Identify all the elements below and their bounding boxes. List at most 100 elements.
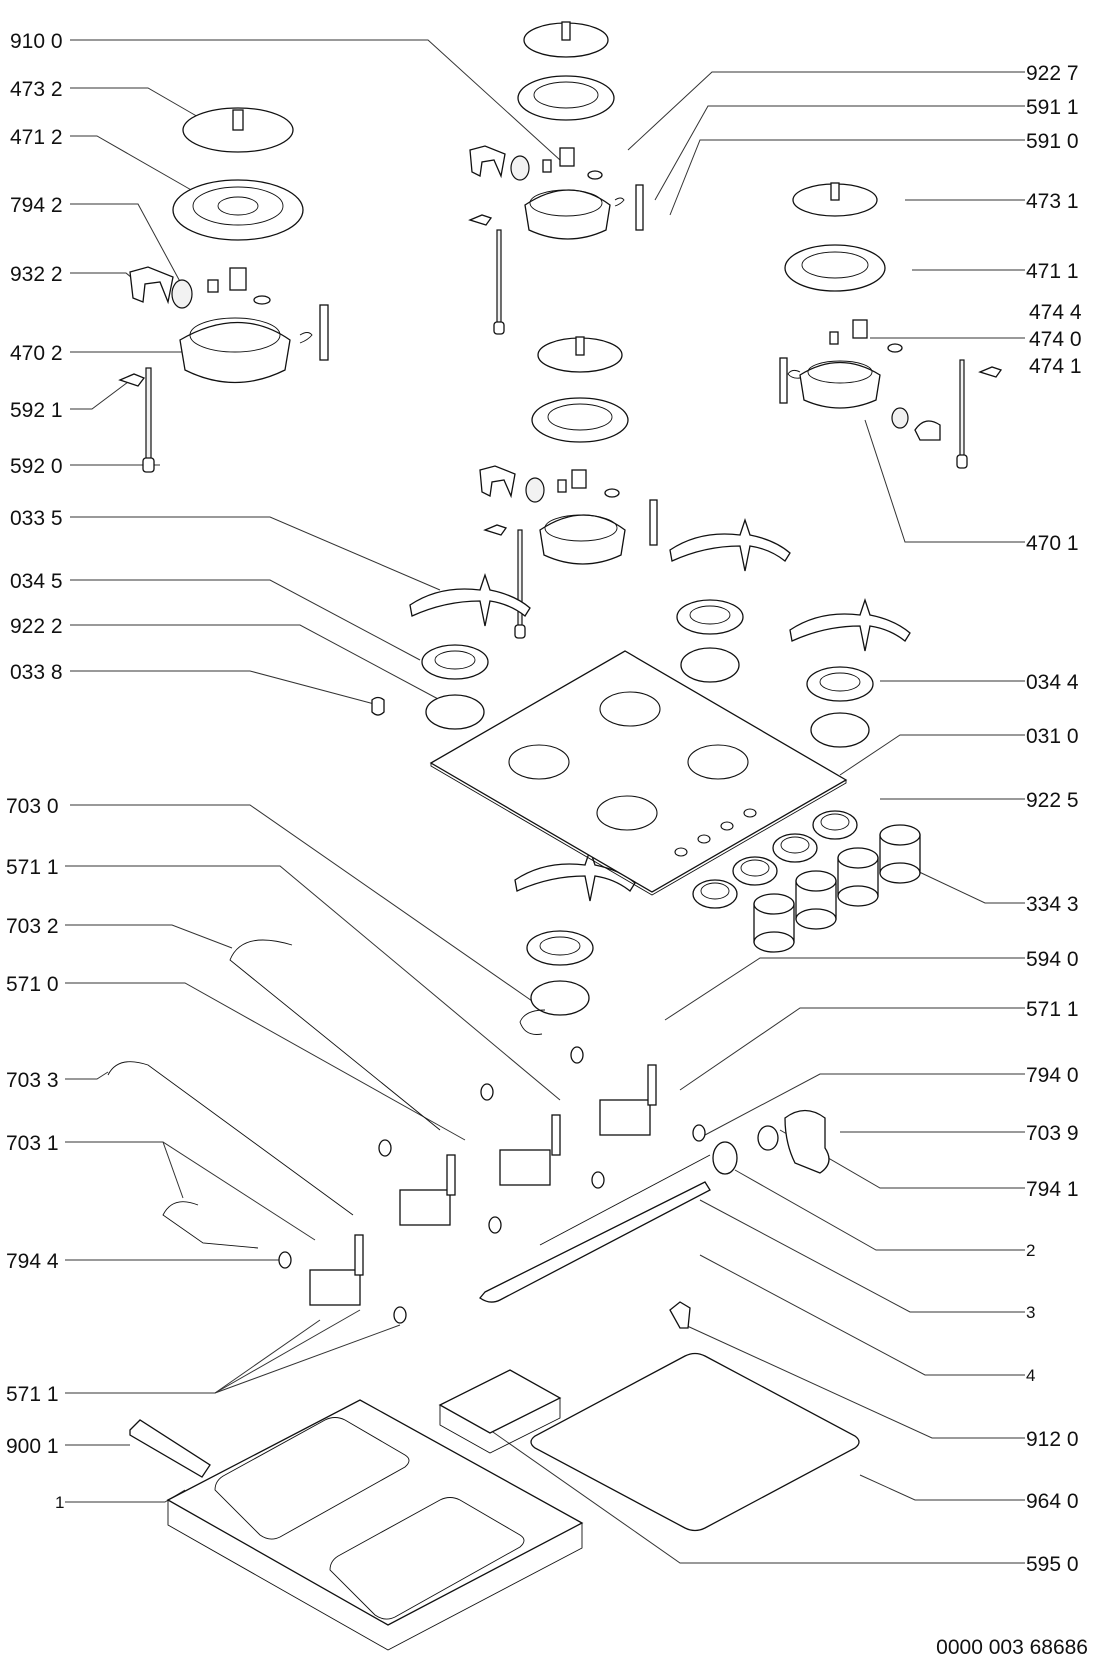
label-794-2: 794 2 — [10, 194, 63, 217]
label-031-0: 031 0 — [1026, 725, 1079, 748]
trim-ring-034-4 — [806, 666, 874, 702]
leader-912-0 — [684, 1324, 1025, 1439]
pipe-703-3 — [107, 1061, 354, 1216]
injector — [229, 267, 247, 291]
leader-334-3 — [914, 869, 1025, 904]
trim-rings — [371, 599, 874, 1016]
leader-571-1b-3 — [214, 1324, 401, 1394]
seal-922-2 — [425, 694, 485, 730]
label-794-0: 794 0 — [1026, 1064, 1079, 1087]
clip-932-2 — [129, 266, 174, 305]
burner-assembly-top-centre — [468, 21, 644, 335]
label-900-1: 900 1 — [6, 1435, 59, 1458]
right-labels: 922 7 591 1 591 0 473 1 471 1 474 4 474 … — [1026, 62, 1082, 1576]
leader-794-2 — [70, 203, 191, 301]
foot-033-8 — [371, 696, 385, 716]
control-knobs-334-3 — [753, 824, 921, 953]
label-591-1: 591 1 — [1026, 96, 1079, 119]
gas-pipes — [107, 939, 711, 1249]
leader-034-5 — [70, 579, 421, 661]
trim-ring-034-5 — [421, 644, 489, 680]
leader-703-1b — [162, 1141, 316, 1241]
label-703-3: 703 3 — [6, 1069, 59, 1092]
small-seals-794 — [278, 1046, 706, 1324]
leader-932-2 — [70, 272, 139, 284]
rail-bracket-3 — [479, 1181, 711, 1303]
label-932-2: 932 2 — [10, 263, 63, 286]
bracket-592-1 — [118, 373, 146, 387]
label-033-5: 033 5 — [10, 507, 63, 530]
leader-033-5 — [70, 516, 441, 591]
label-471-1: 471 1 — [1026, 260, 1079, 283]
injector-474-0 — [852, 319, 868, 339]
leader-lines — [65, 39, 1025, 1564]
pan-support-033-5 — [409, 572, 531, 627]
leader-592-1 — [70, 381, 129, 410]
label-473-2: 473 2 — [10, 78, 63, 101]
burner-crown-471-2 — [172, 179, 304, 241]
label-571-1b: 571 1 — [6, 1383, 59, 1406]
knob-bezels-922-5 — [692, 810, 858, 909]
leader-471-2 — [70, 135, 201, 196]
label-964-0: 964 0 — [1026, 1490, 1079, 1513]
label-034-4: 034 4 — [1026, 671, 1079, 694]
leader-031-0 — [839, 734, 1025, 776]
leader-4 — [699, 1254, 1025, 1376]
leader-591-1 — [654, 105, 1025, 201]
gas-inlet-703-9 — [712, 1109, 830, 1175]
leader-571-1b — [65, 1319, 321, 1394]
label-794-1: 794 1 — [1026, 1178, 1079, 1201]
label-571-1c: 571 1 — [1026, 998, 1079, 1021]
label-910-0: 910 0 — [10, 30, 63, 53]
leader-033-8 — [70, 670, 379, 706]
label-591-0: 591 0 — [1026, 130, 1079, 153]
leader-473-2 — [70, 87, 201, 119]
burner-assembly-middle — [479, 336, 658, 639]
hob-top-031-0 — [429, 650, 848, 896]
label-571-1a: 571 1 — [6, 856, 59, 879]
label-594-0: 594 0 — [1026, 948, 1079, 971]
leader-703-1 — [65, 1141, 184, 1199]
label-474-4: 474 4 — [1029, 301, 1082, 324]
label-922-5: 922 5 — [1026, 789, 1079, 812]
gas-valves-571 — [309, 1064, 657, 1306]
burner-assembly-right — [779, 182, 1003, 469]
label-471-2: 471 2 — [10, 126, 63, 149]
pipe-703-0 — [519, 1009, 546, 1035]
label-470-2: 470 2 — [10, 342, 63, 365]
gas-rail-2 — [539, 1154, 711, 1246]
label-334-3: 334 3 — [1026, 893, 1079, 916]
label-703-0: 703 0 — [6, 795, 59, 818]
pipe-703-2 — [229, 939, 441, 1131]
nut-2 — [712, 1141, 738, 1175]
left-labels: 910 0 473 2 471 2 794 2 932 2 470 2 592 … — [6, 30, 64, 1512]
leader-571-1c — [679, 1007, 1025, 1091]
leader-922-2 — [70, 624, 441, 701]
label-794-4: 794 4 — [6, 1250, 59, 1273]
label-922-2: 922 2 — [10, 615, 63, 638]
burner-assembly-left-large — [118, 107, 329, 473]
leader-571-0 — [65, 982, 466, 1141]
label-1: 1 — [55, 1493, 64, 1512]
label-703-1: 703 1 — [6, 1132, 59, 1155]
gasket-964-0 — [530, 1352, 860, 1532]
leader-910-0 — [70, 39, 561, 161]
label-474-0: 474 0 — [1029, 328, 1082, 351]
drawing-reference-code: 0000 003 68686 — [936, 1636, 1088, 1659]
label-912-0: 912 0 — [1026, 1428, 1079, 1451]
leader-2 — [734, 1169, 1025, 1251]
leader-594-0 — [664, 957, 1025, 1021]
leader-3 — [699, 1199, 1025, 1313]
label-4: 4 — [1026, 1366, 1035, 1385]
label-592-0: 592 0 — [10, 455, 63, 478]
bolt-912-0 — [669, 1301, 691, 1329]
leader-703-3 — [65, 1071, 109, 1080]
control-box-595-0 — [438, 1369, 562, 1454]
pipe-703-1 — [162, 1201, 259, 1249]
leader-964-0 — [859, 1474, 1025, 1501]
label-703-9: 703 9 — [1026, 1122, 1079, 1145]
label-703-2: 703 2 — [6, 915, 59, 938]
label-474-1: 474 1 — [1029, 355, 1082, 378]
base-tray-1 — [166, 1399, 584, 1651]
label-595-0: 595 0 — [1026, 1553, 1079, 1576]
